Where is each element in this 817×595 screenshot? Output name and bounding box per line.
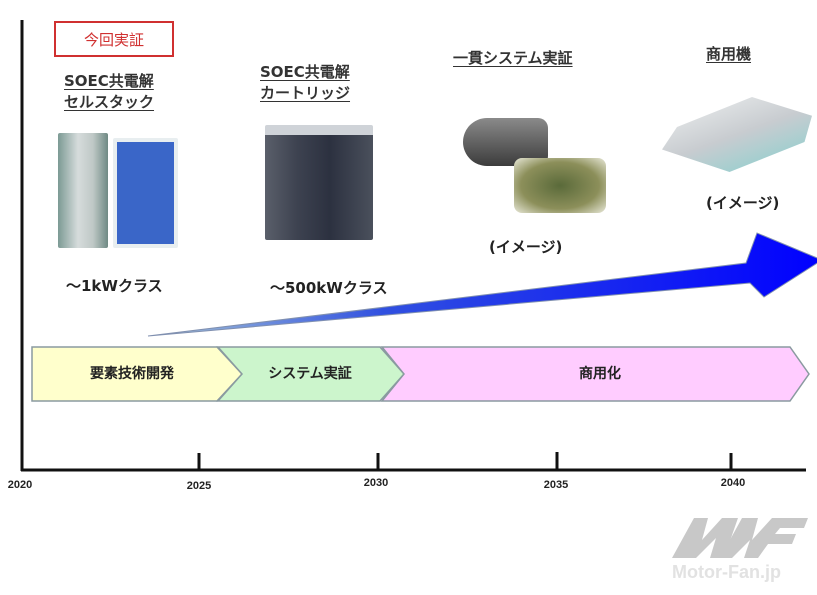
motorfan-logo xyxy=(672,518,808,558)
badge-label: 今回実証 xyxy=(83,30,144,49)
stage-cartridge-title: SOEC共電解 カートリッジ xyxy=(260,63,351,102)
cartridge-photo xyxy=(265,125,373,240)
year-label-2020: 2020 xyxy=(7,479,33,491)
current-demo-badge: 今回実証 xyxy=(54,21,174,57)
stage-commercial-caption: (イメージ) xyxy=(706,194,780,212)
year-label-2025: 2025 xyxy=(186,480,212,492)
cell-stack-photo-2 xyxy=(113,138,178,248)
stage-cartridge-caption: ～500kWクラス xyxy=(270,279,388,297)
phase-label-commercial: 商用化 xyxy=(579,366,621,382)
stage-integrated-system-caption: (イメージ) xyxy=(489,238,563,256)
axis-ticks xyxy=(197,452,733,470)
stage-integrated-system-title: 一貫システム実証 xyxy=(453,49,573,67)
year-label-2030: 2030 xyxy=(363,477,389,489)
stage-cell-stack-caption: ～1kWクラス xyxy=(66,277,163,295)
year-label-2040: 2040 xyxy=(720,477,746,489)
stage-commercial-title: 商用機 xyxy=(706,45,752,63)
cell-stack-photo-1 xyxy=(58,133,108,248)
stage-cell-stack-title: SOEC共電解 セルスタック xyxy=(64,72,155,111)
watermark-text: Motor-Fan.jp xyxy=(672,562,781,582)
phase-label-element-tech: 要素技術開発 xyxy=(90,366,174,382)
integrated-system-photo xyxy=(514,158,606,213)
growth-arrow xyxy=(147,232,817,337)
phase-arrow-commercial xyxy=(380,346,810,402)
phase-arrow-system-demo xyxy=(216,346,406,402)
year-label-2035: 2035 xyxy=(543,479,569,491)
phase-label-system-demo: システム実証 xyxy=(268,366,352,382)
